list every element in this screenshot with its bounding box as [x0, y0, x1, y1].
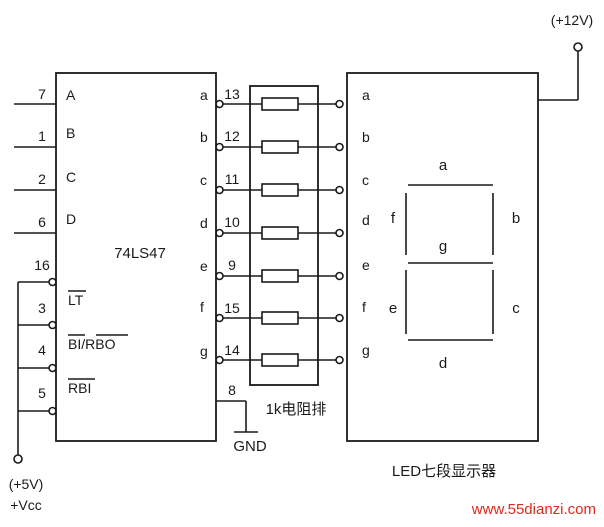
pin16-connector	[48, 277, 57, 287]
pin-number: 10	[224, 214, 240, 230]
output-label: g	[200, 343, 208, 359]
segment-c-label: c	[512, 300, 520, 317]
pin-number: 3	[38, 300, 46, 316]
output-connector	[215, 142, 224, 152]
supply-12v: (+12V)	[538, 12, 593, 101]
pin-label: A	[66, 87, 76, 103]
pin5-connector	[48, 406, 57, 416]
display-input-label: b	[362, 129, 370, 145]
output-connector	[215, 355, 224, 365]
resistor	[261, 183, 299, 197]
pin3-connector	[48, 320, 57, 330]
ground-connection: 8 GND	[216, 382, 267, 455]
vcc-terminal	[13, 454, 23, 464]
segment-e-label: e	[389, 300, 397, 317]
gnd-label: GND	[233, 438, 267, 455]
output-connector	[215, 313, 224, 323]
pin4-connector	[48, 363, 57, 373]
pin-number: 7	[38, 86, 46, 102]
rbi-label: RBI	[68, 380, 91, 396]
segment-a-label: a	[439, 157, 448, 174]
seven-segment-figure: a b c d e f g	[389, 157, 520, 372]
output-connector	[215, 271, 224, 281]
segment-g-label: g	[439, 238, 447, 255]
display-connector	[335, 313, 344, 323]
segment-b-label: b	[512, 210, 520, 227]
display-connector	[335, 142, 344, 152]
pin-number: 13	[224, 86, 240, 102]
output-label: b	[200, 129, 208, 145]
supply-terminal	[573, 42, 583, 52]
output-label: d	[200, 215, 208, 231]
pin-number: 15	[224, 300, 240, 316]
display-input-label: a	[362, 87, 370, 103]
resistor	[261, 226, 299, 240]
bi-rbo-label: BI/RBO	[68, 336, 116, 352]
pin-number: 6	[38, 214, 46, 230]
output-label: a	[200, 87, 208, 103]
input-pin-a: 7 A	[14, 86, 76, 105]
display-connector	[335, 185, 344, 195]
display-connector	[335, 355, 344, 365]
output-connector	[215, 99, 224, 109]
pin-number: 16	[34, 257, 50, 273]
output-connector	[215, 228, 224, 238]
pin-number: 9	[228, 257, 236, 273]
resistor	[261, 353, 299, 367]
decoder-chip-body	[55, 72, 217, 442]
display-connector	[335, 99, 344, 109]
pin-label: B	[66, 125, 75, 141]
segment-d-label: d	[439, 355, 447, 372]
resistor-pack-outline	[249, 85, 319, 386]
chip-name: 74LS47	[114, 245, 166, 262]
output-label: c	[200, 172, 207, 188]
pin-number: 12	[224, 128, 240, 144]
pin-number: 14	[224, 342, 240, 358]
resistor	[261, 269, 299, 283]
pin-number: 4	[38, 342, 46, 358]
pin-number: 5	[38, 385, 46, 401]
input-pin-d: 6 D	[14, 211, 76, 234]
display-input-label: c	[362, 172, 369, 188]
pin-label: D	[66, 211, 76, 227]
bcd-input-pins: 7 A 1 B 2 C 6 D	[14, 86, 76, 234]
input-pin-c: 2 C	[14, 169, 76, 191]
display-connector	[335, 271, 344, 281]
output-connector	[215, 185, 224, 195]
lt-label: LT	[68, 292, 84, 308]
pin-number: 2	[38, 171, 46, 187]
control-pins: 16 3 LT 4 BI/RBO 5 RBI (+5V) +Vcc	[9, 257, 128, 513]
resistor	[261, 311, 299, 325]
supply-label: (+12V)	[551, 12, 593, 28]
output-label: e	[200, 258, 208, 274]
pin-number: 1	[38, 128, 46, 144]
resistor	[261, 97, 299, 111]
display-input-label: d	[362, 212, 370, 228]
display-input-label: f	[362, 299, 366, 315]
pin-number: 11	[225, 171, 240, 187]
display-input-label: g	[362, 342, 370, 358]
led-display-body	[346, 72, 539, 442]
display-connector	[335, 228, 344, 238]
segment-outputs: a 13 a b 12 b c 11 c d 10 d	[200, 86, 370, 367]
gnd-pin-number: 8	[228, 382, 236, 398]
pin-label: C	[66, 169, 76, 185]
output-label: f	[200, 299, 204, 315]
input-pin-b: 1 B	[14, 125, 75, 148]
watermark: www.55dianzi.com	[471, 501, 596, 518]
vcc-label-top: (+5V)	[9, 476, 44, 492]
display-input-label: e	[362, 257, 370, 273]
resistor-pack-label: 1k电阻排	[266, 401, 327, 418]
resistor	[261, 140, 299, 154]
display-caption: LED七段显示器	[392, 463, 496, 480]
segment-f-label: f	[391, 210, 396, 227]
vcc-label-bottom: +Vcc	[10, 497, 42, 513]
